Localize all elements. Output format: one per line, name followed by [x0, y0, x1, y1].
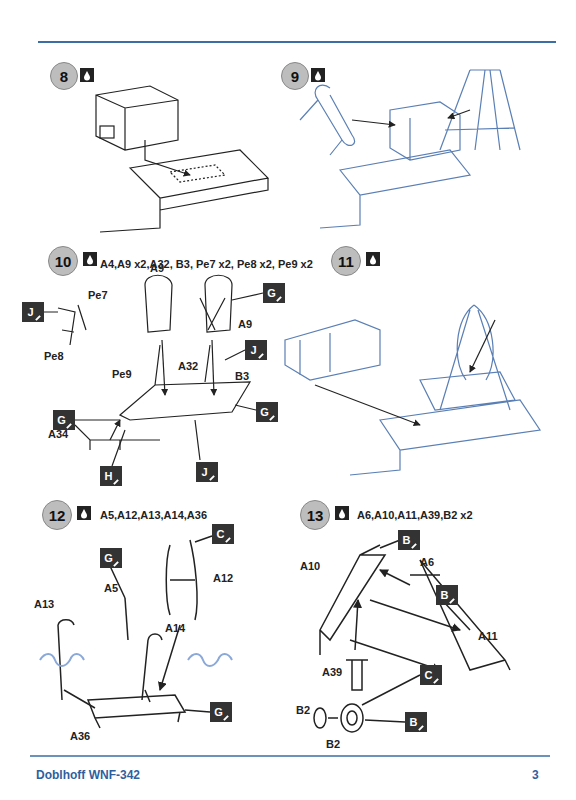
- node-text: 11: [338, 253, 354, 270]
- node-text: 10: [55, 253, 72, 270]
- node-text: J: [250, 344, 256, 356]
- paint-callout: C: [420, 665, 442, 685]
- step-number: 11: [331, 246, 361, 276]
- part-label: A13: [34, 598, 54, 610]
- paint-callout: B: [405, 712, 427, 732]
- node-text: 8: [60, 68, 68, 85]
- part-label: B2: [296, 704, 310, 716]
- paint-callout: G: [53, 410, 75, 430]
- node-text: 12: [49, 507, 66, 524]
- part-label: A32: [178, 360, 198, 372]
- node-text: G: [57, 414, 66, 426]
- node-text: B: [403, 534, 411, 546]
- paint-callout: G: [263, 283, 285, 303]
- node-text: J: [201, 466, 207, 478]
- node-text: 13: [307, 507, 324, 524]
- node-text: C: [217, 528, 225, 540]
- node-text: B: [410, 716, 418, 728]
- step-number: 8: [50, 62, 78, 90]
- part-label: A36: [70, 730, 90, 742]
- paint-callout: G: [210, 702, 232, 722]
- paint-callout: G: [256, 402, 278, 422]
- part-label: A9: [150, 262, 164, 274]
- part-label: B3: [235, 370, 249, 382]
- node-text: B: [441, 589, 449, 601]
- part-label: A5: [104, 582, 118, 594]
- parts-list: A4,A9 x2,A32, B3, Pe7 x2, Pe8 x2, Pe9 x2: [100, 258, 313, 270]
- part-label: A6: [420, 556, 434, 568]
- node-text: G: [267, 287, 276, 299]
- step-number: 13: [300, 500, 330, 530]
- part-label: A34: [48, 428, 68, 440]
- part-label: A14: [165, 622, 185, 634]
- parts-list: A6,A10,A11,A39,B2 x2: [357, 509, 473, 521]
- paint-callout: G: [100, 548, 122, 568]
- part-label: B2: [326, 738, 340, 750]
- part-label: Pe8: [44, 350, 64, 362]
- paint-callout: J: [22, 302, 44, 322]
- parts-list: A5,A12,A13,A14,A36: [100, 509, 207, 521]
- part-label: Pe9: [112, 368, 132, 380]
- node-text: G: [104, 552, 113, 564]
- step-number: 12: [42, 500, 72, 530]
- step-number: 9: [281, 62, 309, 90]
- footer-text: Doblhoff WNF-342: [36, 768, 140, 782]
- paint-callout: J: [196, 462, 218, 482]
- paint-callout: H: [100, 466, 122, 486]
- paint-callout: B: [436, 585, 458, 605]
- paint-callout: C: [212, 524, 234, 544]
- node-text: G: [214, 706, 223, 718]
- node-text: G: [260, 406, 269, 418]
- part-label: A9: [238, 318, 252, 330]
- part-label: Pe7: [88, 289, 108, 301]
- part-label: A11: [478, 630, 498, 642]
- paint-callout: B: [398, 530, 420, 550]
- part-label: A10: [300, 560, 320, 572]
- footer-text: 3: [532, 768, 539, 782]
- node-text: 9: [291, 68, 299, 85]
- part-label: A39: [322, 666, 342, 678]
- step-number: 10: [48, 246, 78, 276]
- node-text: J: [27, 306, 33, 318]
- paint-callout: J: [245, 340, 267, 360]
- node-text: C: [425, 669, 433, 681]
- node-text: H: [105, 470, 113, 482]
- part-label: A12: [213, 572, 233, 584]
